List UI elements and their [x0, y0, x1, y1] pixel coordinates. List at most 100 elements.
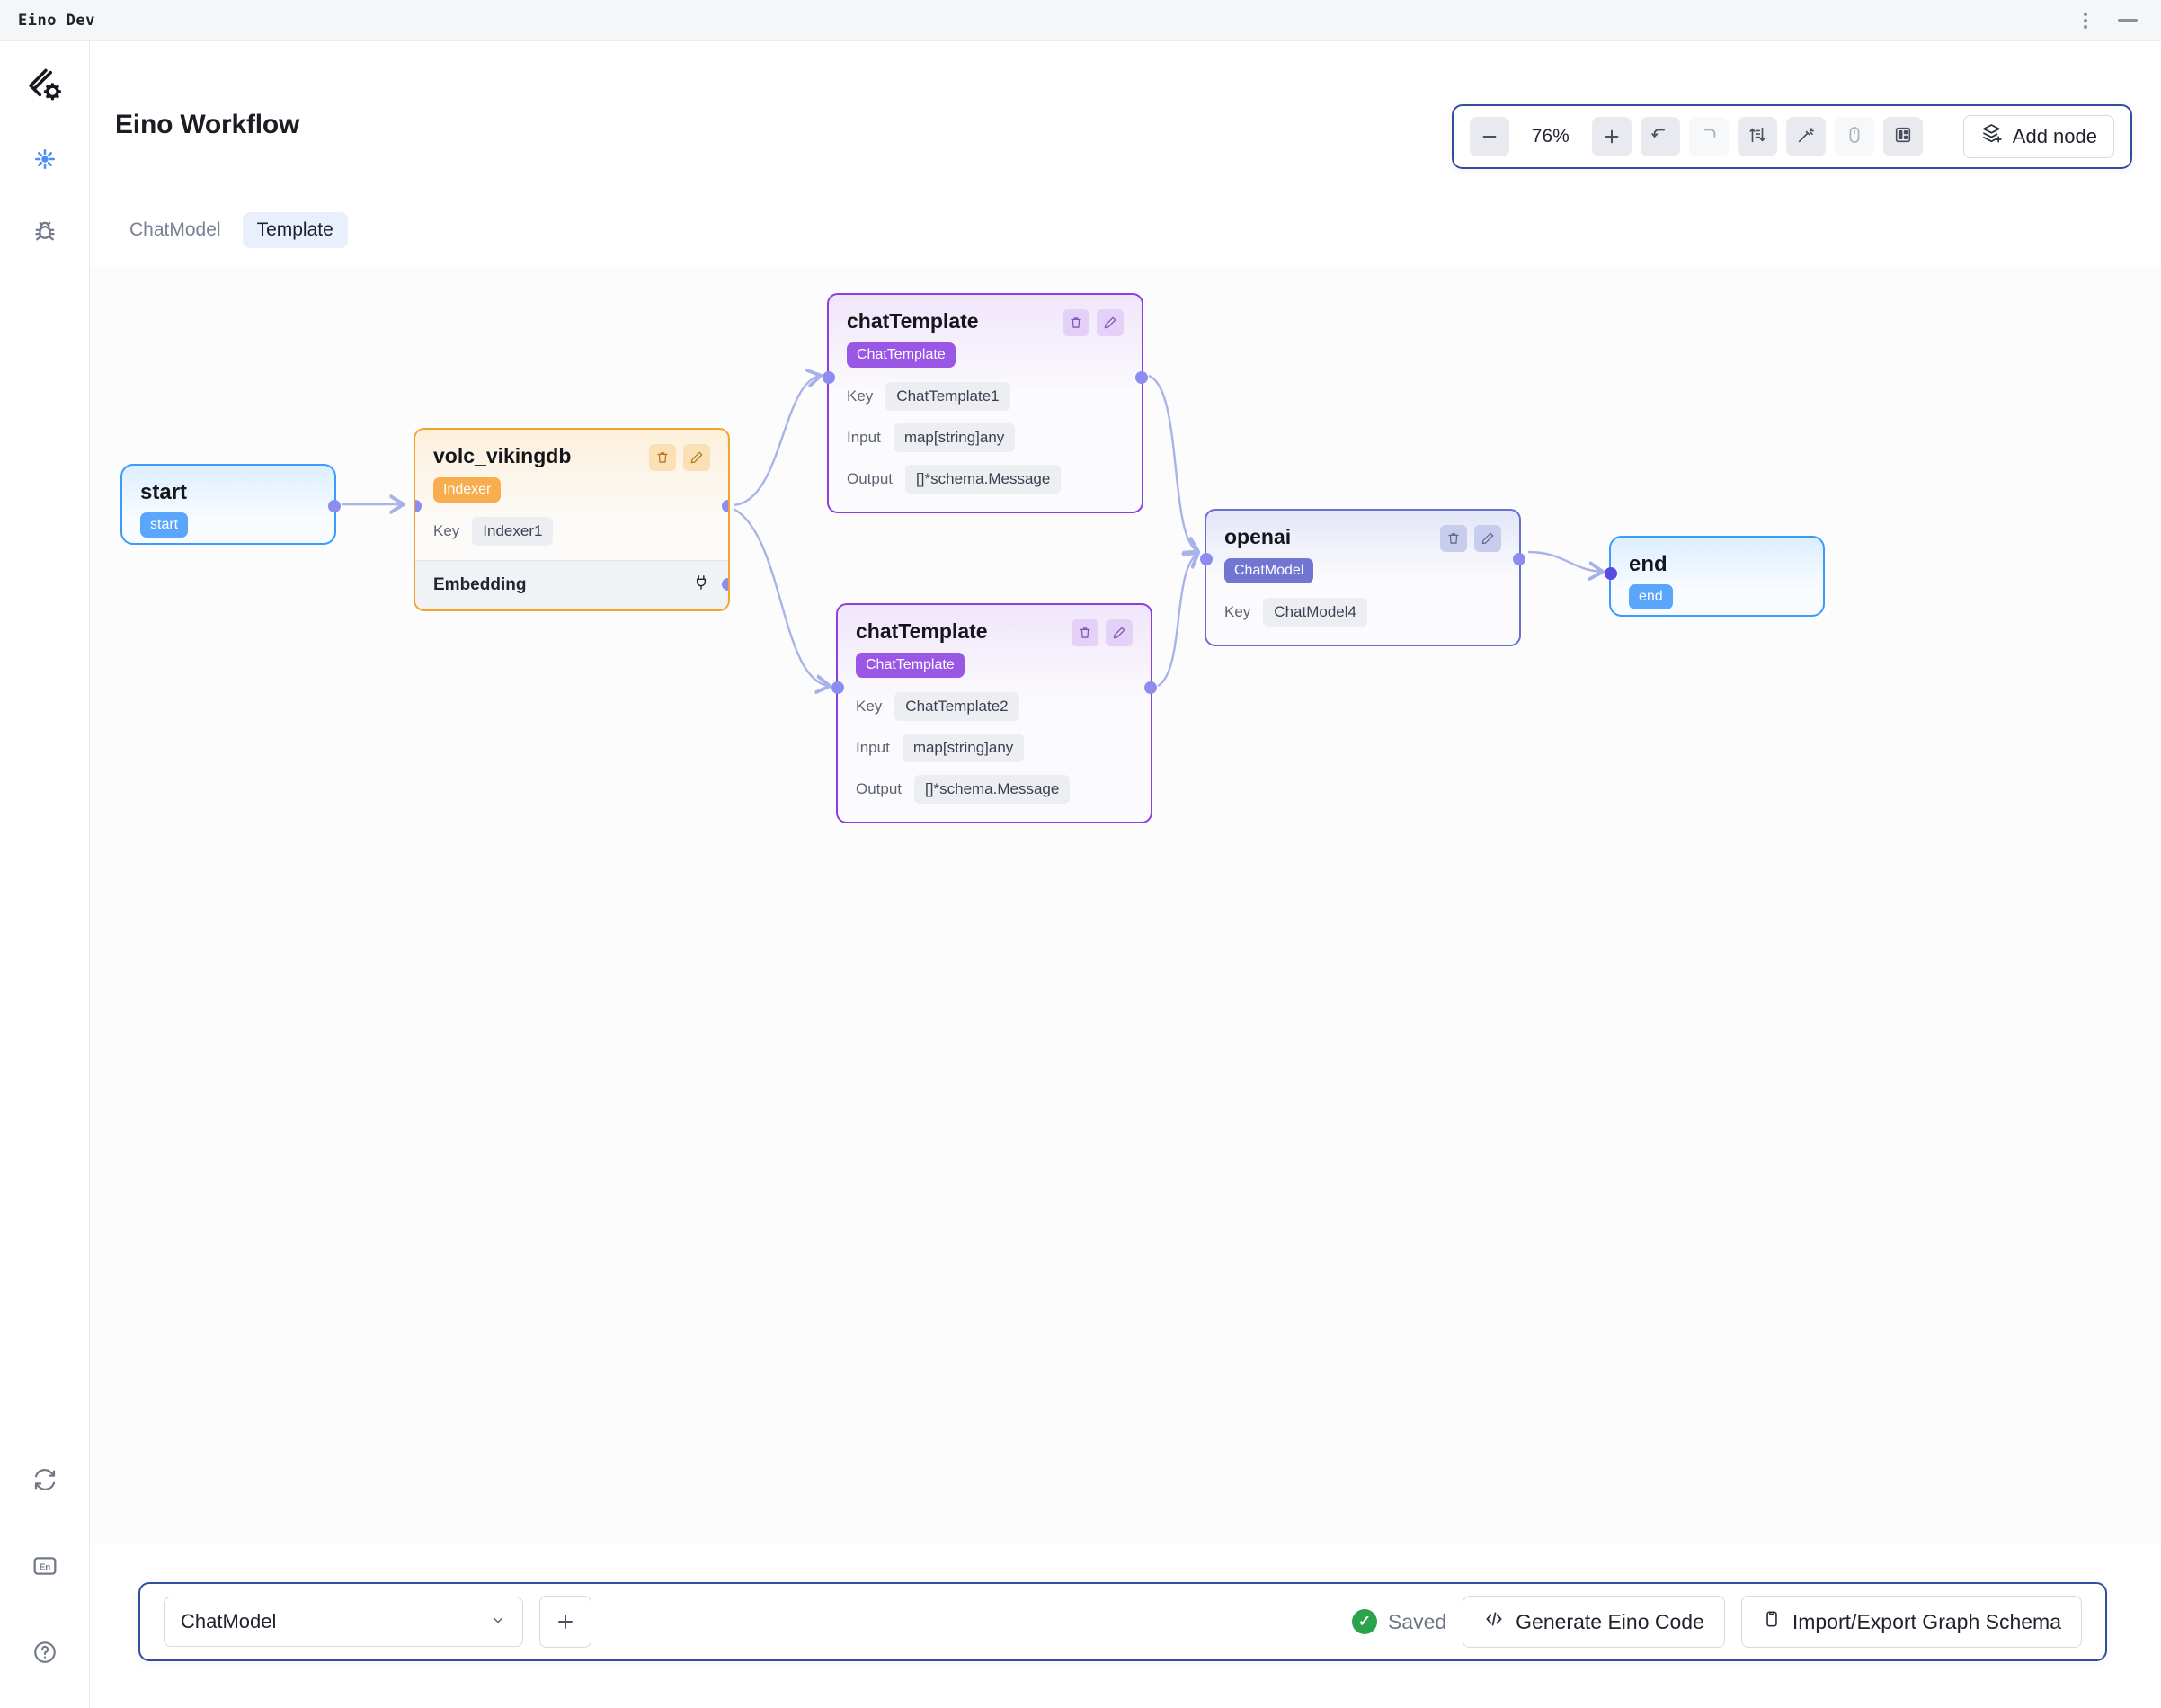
port-in[interactable]	[415, 500, 422, 512]
main-area: Eino Workflow ChatModel Template 76%	[90, 41, 2161, 1708]
generate-eino-code-label: Generate Eino Code	[1516, 1609, 1704, 1633]
node-chattemplate-2[interactable]: chatTemplate ChatTemplate Key ChatTempla…	[831, 603, 1157, 823]
chevron-down-icon	[490, 1610, 506, 1633]
save-status-label: Saved	[1387, 1609, 1447, 1633]
minimize-icon[interactable]	[2118, 19, 2138, 22]
app-title: Eino Dev	[18, 11, 95, 30]
delete-node-button[interactable]	[649, 444, 676, 471]
redo-button[interactable]	[1688, 117, 1729, 156]
graph-nodes-icon	[31, 146, 58, 177]
port-in[interactable]	[1605, 567, 1617, 580]
import-export-graph-schema-button[interactable]: Import/Export Graph Schema	[1740, 1596, 2082, 1648]
code-brackets-icon	[1483, 1608, 1505, 1635]
node-type-chip: ChatTemplate	[847, 342, 956, 368]
port-out[interactable]	[722, 500, 728, 512]
edit-node-button[interactable]	[683, 444, 710, 471]
node-title: chatTemplate	[856, 619, 988, 643]
port-in[interactable]	[823, 371, 835, 384]
footer-label: Embedding	[433, 575, 527, 594]
port-in[interactable]	[1200, 553, 1213, 565]
sort-arrows-icon	[1747, 125, 1767, 149]
node-volc-vikingdb[interactable]: volc_vikingdb Indexer Key Indexer1	[414, 428, 730, 611]
port-out[interactable]	[328, 500, 341, 512]
node-title: openai	[1224, 525, 1292, 548]
row-label: Output	[847, 470, 894, 487]
plug-icon	[692, 574, 710, 597]
row-label: Key	[856, 698, 883, 715]
tab-bar: ChatModel Template	[115, 212, 348, 248]
undo-button[interactable]	[1640, 117, 1680, 156]
row-label: Output	[856, 780, 903, 797]
canvas-toolbar: 76%	[1451, 104, 2132, 169]
generate-eino-code-button[interactable]: Generate Eino Code	[1463, 1596, 1725, 1648]
tab-chatmodel[interactable]: ChatModel	[129, 219, 221, 240]
mouse-mode-button[interactable]	[1834, 117, 1874, 156]
clipboard-icon	[1762, 1609, 1782, 1634]
delete-node-button[interactable]	[1063, 309, 1089, 336]
row-label: Input	[856, 739, 890, 756]
import-export-label: Import/Export Graph Schema	[1792, 1609, 2061, 1633]
sidebar-item-debug[interactable]	[27, 215, 63, 251]
tab-template[interactable]: Template	[242, 212, 348, 248]
more-vertical-icon[interactable]	[2078, 9, 2093, 32]
node-type-chip: ChatTemplate	[856, 653, 965, 678]
add-node-button[interactable]: Add node	[1962, 115, 2114, 158]
sidebar-item-workflow[interactable]	[27, 143, 63, 179]
redo-icon	[1699, 125, 1719, 149]
left-sidebar: En	[0, 41, 90, 1708]
row-value: map[string]any	[902, 734, 1025, 762]
sync-icon[interactable]	[27, 1462, 63, 1498]
port-out[interactable]	[1513, 553, 1525, 565]
eino-logo-icon	[25, 67, 65, 111]
port-out[interactable]	[1144, 681, 1157, 694]
panel-layout-button[interactable]	[1882, 117, 1923, 156]
node-title: volc_vikingdb	[433, 444, 572, 467]
row-label: Key	[1224, 603, 1251, 620]
magic-wand-icon	[1796, 125, 1816, 149]
edit-node-button[interactable]	[1106, 619, 1133, 646]
svg-text:En: En	[39, 1562, 50, 1572]
zoom-level[interactable]: 76%	[1531, 126, 1570, 147]
row-value: ChatTemplate1	[885, 382, 1010, 411]
row-label: Key	[433, 522, 460, 539]
delete-node-button[interactable]	[1072, 619, 1098, 646]
node-openai[interactable]: openai ChatModel Key ChatModel4	[1200, 509, 1525, 646]
select-value: ChatModel	[181, 1610, 277, 1632]
delete-node-button[interactable]	[1440, 525, 1467, 552]
add-item-button[interactable]	[539, 1596, 591, 1648]
zoom-out-button[interactable]	[1469, 117, 1509, 156]
auto-layout-button[interactable]	[1737, 117, 1777, 156]
add-node-label: Add node	[2012, 125, 2097, 147]
port-in[interactable]	[831, 681, 844, 694]
window-titlebar: Eino Dev	[0, 0, 2161, 41]
check-circle-icon: ✓	[1351, 1609, 1377, 1634]
save-status: ✓ Saved	[1351, 1609, 1447, 1634]
node-type-chip: end	[1629, 584, 1673, 609]
help-circle-icon[interactable]	[27, 1634, 63, 1670]
bug-icon	[31, 218, 58, 249]
node-footer-embedding[interactable]: Embedding	[415, 560, 728, 609]
node-start[interactable]: start start	[120, 464, 341, 545]
undo-icon	[1650, 125, 1670, 149]
stack-plus-icon	[1980, 122, 2004, 151]
zoom-in-button[interactable]	[1591, 117, 1632, 156]
page-title: Eino Workflow	[115, 110, 300, 139]
edit-node-button[interactable]	[1097, 309, 1124, 336]
row-value: ChatModel4	[1263, 598, 1367, 627]
port-out-embedding[interactable]	[722, 578, 728, 591]
node-type-chip: start	[140, 512, 189, 538]
workflow-edges	[342, 266, 2161, 1543]
node-end[interactable]: end end	[1605, 536, 1825, 617]
port-out[interactable]	[1135, 371, 1148, 384]
bottom-action-bar: ChatModel ✓ Saved Generate Eino Code	[138, 1582, 2107, 1661]
node-type-select[interactable]: ChatModel	[164, 1597, 523, 1647]
node-chattemplate-1[interactable]: chatTemplate ChatTemplate Key ChatTempla…	[823, 293, 1148, 513]
node-type-chip: ChatModel	[1224, 558, 1314, 583]
row-value: Indexer1	[472, 517, 554, 546]
language-en-icon[interactable]: En	[27, 1548, 63, 1584]
edit-node-button[interactable]	[1474, 525, 1501, 552]
magic-layout-button[interactable]	[1785, 117, 1826, 156]
grid-layout-icon	[1893, 125, 1913, 149]
node-title: start	[140, 480, 188, 504]
workflow-canvas[interactable]: start start volc_vikingdb Indexer	[90, 266, 2161, 1543]
